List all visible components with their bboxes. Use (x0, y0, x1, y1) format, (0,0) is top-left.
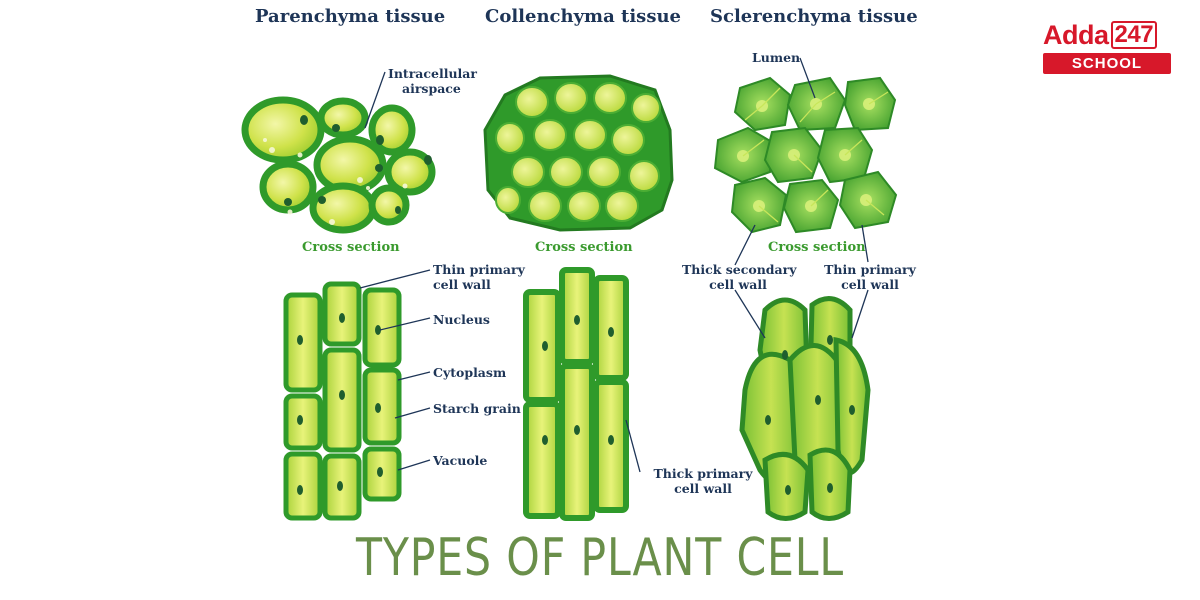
parenchyma-long-cell (283, 292, 323, 393)
nucleus-icon (284, 198, 292, 206)
collenchyma-cell (628, 160, 660, 192)
label-line: cell wall (674, 481, 732, 496)
label-line: cell wall (709, 277, 767, 292)
label-line: Thick primary (653, 466, 753, 481)
label-line: Intracellular (388, 66, 477, 81)
parenchyma-cell (368, 104, 416, 156)
sclerenchyma-title: Sclerenchyma tissue (710, 6, 918, 27)
collenchyma-cross-section-label: Cross section (535, 240, 633, 255)
collenchyma-cell (533, 119, 567, 151)
logo-school-bar: SCHOOL (1043, 53, 1171, 74)
logo-number: 247 (1110, 21, 1158, 49)
collenchyma-cell (611, 124, 645, 156)
collenchyma-longitudinal (523, 267, 629, 521)
parenchyma-cross-section-label: Cross section (302, 240, 400, 255)
nucleus-icon (395, 206, 401, 214)
collenchyma-cell (528, 190, 562, 222)
nucleus-label: Nucleus (433, 312, 490, 327)
intracellular-airspace-label: Intracellular airspace (388, 66, 477, 96)
collenchyma-cell (495, 186, 521, 214)
collenchyma-cell (511, 156, 545, 188)
sclerenchyma-thin-primary-cell-wall-label: Thin primary cell wall (822, 262, 918, 292)
cytoplasm-label: Cytoplasm (433, 365, 507, 380)
collenchyma-long-cell (523, 401, 561, 519)
collenchyma-cell (631, 93, 661, 123)
parenchyma-cross-section (241, 96, 436, 234)
nucleus-icon (375, 164, 383, 172)
vacuole-label: Vacuole (433, 453, 488, 468)
collenchyma-cell (515, 86, 549, 118)
parenchyma-long-cell (362, 287, 402, 368)
nucleus-icon (424, 155, 432, 165)
lumen-label: Lumen (752, 50, 801, 65)
logo-brand: Adda (1043, 19, 1109, 50)
label-line: Thick secondary (682, 262, 797, 277)
parenchyma-long-cell (283, 451, 323, 521)
sclerenchyma-cross-section-label: Cross section (768, 240, 866, 255)
collenchyma-title: Collenchyma tissue (485, 6, 681, 27)
label-line: cell wall (433, 277, 491, 292)
collenchyma-cell (549, 156, 583, 188)
parenchyma-cell (259, 160, 317, 214)
parenchyma-title: Parenchyma tissue (255, 6, 446, 27)
label-line: cell wall (841, 277, 899, 292)
thick-primary-cell-wall-label: Thick primary cell wall (643, 466, 763, 496)
collenchyma-cell (495, 122, 525, 154)
sclerenchyma-longitudinal (739, 296, 871, 521)
sclerenchyma-cross-section (713, 76, 898, 234)
collenchyma-cell (605, 190, 639, 222)
collenchyma-long-cell (593, 379, 629, 513)
nucleus-icon (318, 196, 326, 204)
parenchyma-cell (317, 97, 369, 139)
collenchyma-long-cell (559, 363, 595, 521)
starch-grain-label: Starch grain (433, 401, 521, 416)
parenchyma-cell (309, 182, 377, 234)
main-title: TYPES OF PLANT CELL (356, 528, 844, 588)
collenchyma-cell (567, 190, 601, 222)
parenchyma-longitudinal (283, 281, 402, 521)
parenchyma-long-cell (283, 393, 323, 451)
parenchyma-cell (384, 148, 436, 196)
leader-lines (359, 57, 869, 473)
thick-secondary-cell-wall-label: Thick secondary cell wall (682, 262, 797, 292)
parenchyma-cell (241, 96, 325, 164)
collenchyma-cell (573, 119, 607, 151)
parenchyma-long-cell (362, 367, 402, 446)
nucleus-icon (300, 115, 308, 125)
thin-primary-cell-wall-label: Thin primary cell wall (433, 262, 525, 292)
collenchyma-cell (554, 82, 588, 114)
collenchyma-cell (587, 156, 621, 188)
label-line: airspace (402, 81, 461, 96)
label-line: Thin primary (433, 262, 525, 277)
label-line: Thin primary (824, 262, 916, 277)
nucleus-icon (332, 124, 340, 132)
nucleus-icon (376, 135, 384, 145)
collenchyma-cross-section (483, 74, 674, 232)
collenchyma-cell (593, 82, 627, 114)
parenchyma-cell (368, 184, 410, 226)
